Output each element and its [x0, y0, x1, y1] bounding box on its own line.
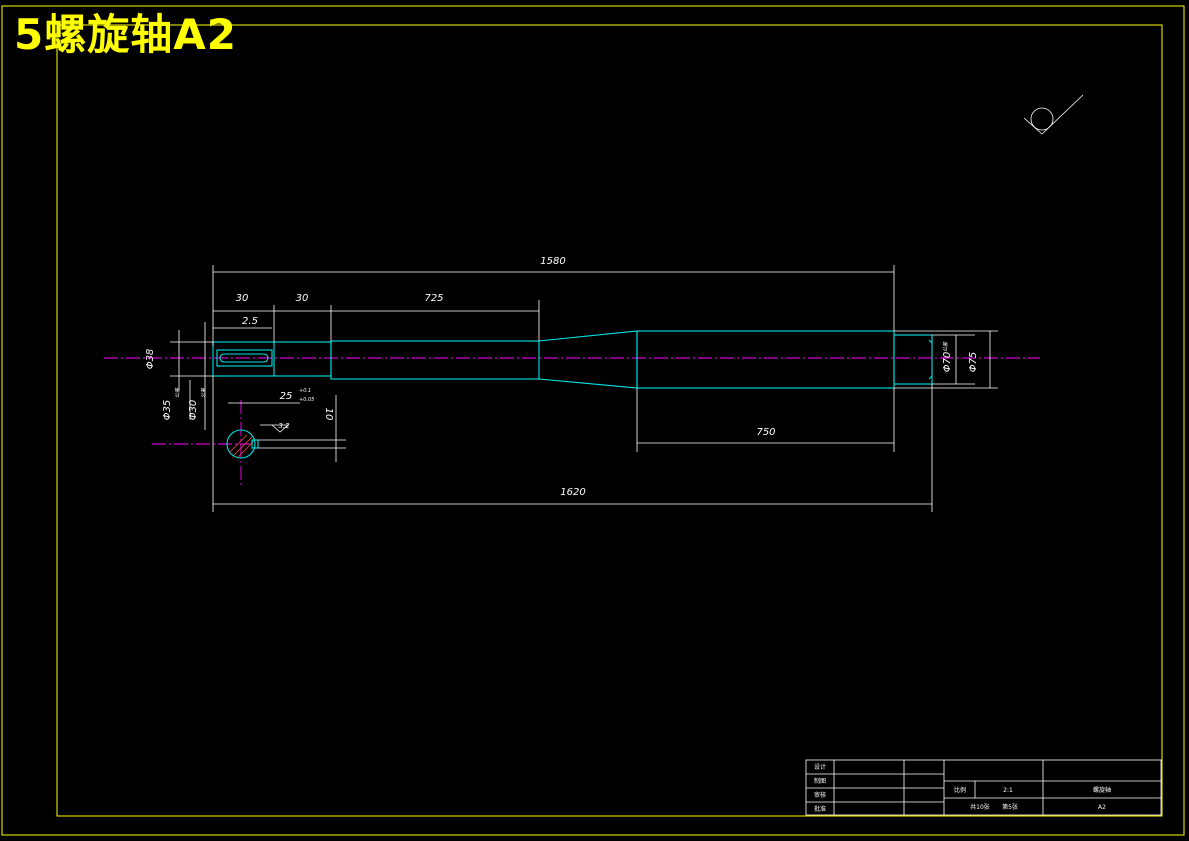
dim-30-a: 30: [236, 293, 249, 304]
tb-label-design: 设计: [814, 763, 826, 771]
tb-drawing-no: A2: [1098, 804, 1106, 811]
tb-label-approve: 批准: [814, 805, 826, 813]
tb-scale-label: 比例: [954, 786, 966, 794]
dim-dia-70: Φ70: [942, 352, 953, 373]
dim-725: 725: [424, 293, 443, 304]
dim-1580: 1580: [540, 256, 565, 267]
dim-30-b: 30: [296, 293, 309, 304]
dim-dia-35: Φ35: [162, 400, 173, 421]
dim-2-5: 2.5: [242, 316, 258, 327]
keyway-section-view: [152, 395, 346, 488]
tb-scale-value: 2:1: [1003, 787, 1013, 794]
tb-label-check: 审核: [814, 791, 826, 799]
dim-25-tol-upper: +0.1: [299, 388, 311, 394]
tb-part-name: 螺旋轴: [1093, 786, 1111, 794]
tb-sheet-info: 共10张: [970, 803, 990, 811]
dimension-lines: [170, 265, 998, 512]
shaft-outline: [212, 330, 933, 389]
dim-750: 750: [756, 427, 775, 438]
dim-dia-70-tol: 公差: [942, 341, 949, 352]
dim-dia-30: Φ30: [188, 400, 199, 421]
outer-frame: [1, 5, 1185, 836]
dim-dia-75: Φ75: [968, 352, 979, 373]
tb-sheet-num: 第5张: [1002, 803, 1018, 811]
tb-label-draw: 制图: [814, 777, 826, 785]
roughness-value: 3.2: [278, 422, 290, 430]
dim-dia-30-tol: 公差: [200, 387, 207, 398]
keyway-slot: [216, 349, 273, 367]
inner-frame: [56, 24, 1163, 817]
drawing-title: 5螺旋轴A2: [14, 10, 237, 59]
dim-dia-38: Φ38: [145, 349, 156, 370]
surface-finish-symbol: [1023, 94, 1084, 135]
dim-10: 10: [323, 408, 334, 421]
dim-dia-35-tol: 公差: [174, 387, 181, 398]
dim-25: 25: [280, 391, 293, 402]
title-block: [805, 759, 1162, 816]
dim-1620: 1620: [560, 487, 585, 498]
dim-25-tol-lower: +0.05: [299, 397, 314, 403]
